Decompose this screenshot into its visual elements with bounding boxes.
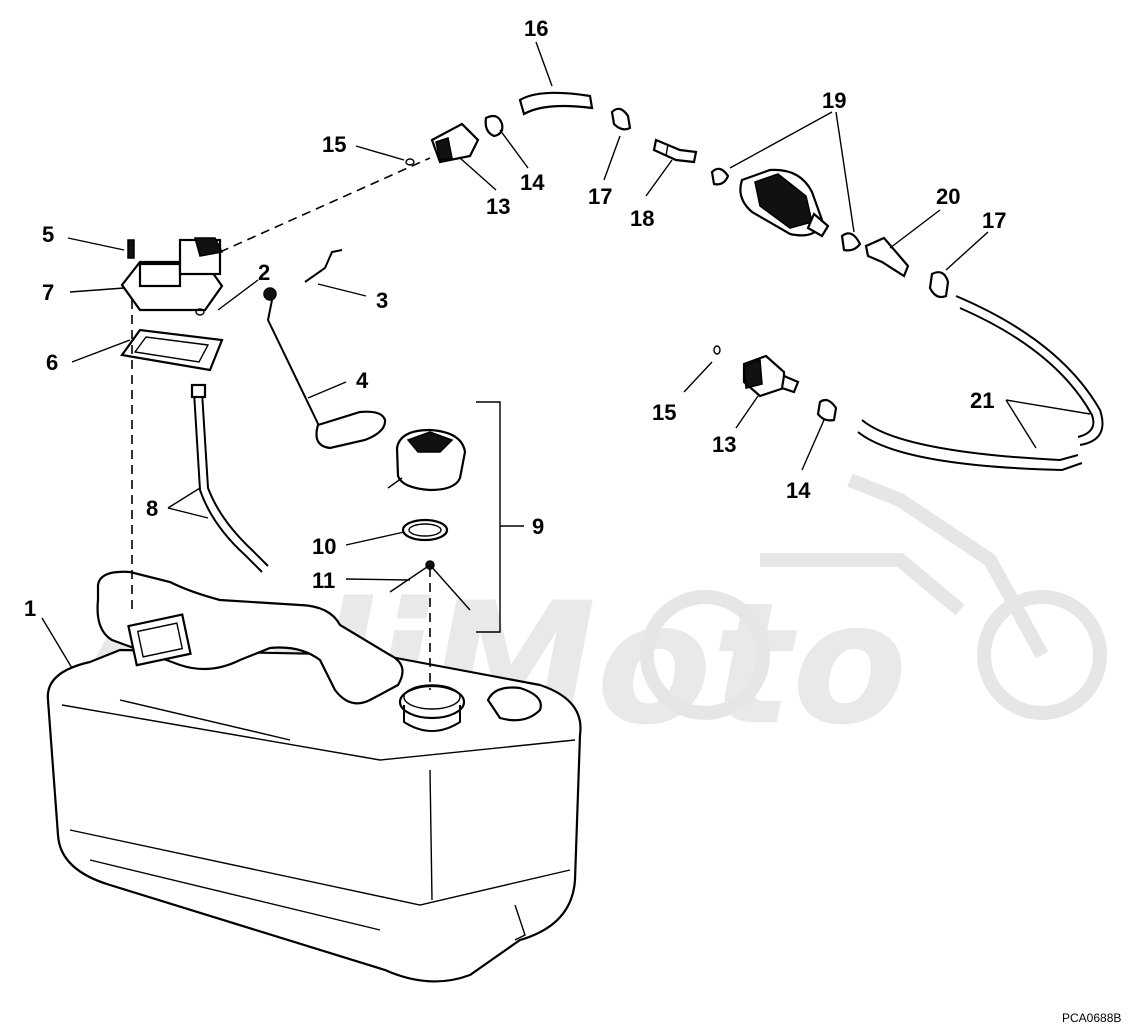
watermark-motorcycle-icon — [640, 473, 1107, 720]
callout-19: 19 — [822, 88, 846, 113]
assembly-lines — [131, 157, 431, 690]
o-ring-2 — [195, 308, 205, 316]
callout-14-right: 14 — [786, 478, 811, 503]
callout-8: 8 — [146, 496, 158, 521]
hose-16 — [518, 91, 594, 116]
gauge-window — [138, 262, 182, 288]
callout-5: 5 — [42, 222, 54, 247]
filler-cap-assembly — [387, 428, 471, 611]
pickup-assembly — [120, 237, 224, 372]
callout-14-top: 14 — [520, 170, 545, 195]
callout-13-right: 13 — [712, 432, 736, 457]
fuel-tank — [46, 570, 582, 983]
float-arm-4 — [195, 249, 387, 450]
callout-15-top: 15 — [322, 132, 346, 157]
callout-6: 6 — [46, 350, 58, 375]
clip-3 — [304, 249, 343, 283]
callout-1: 1 — [24, 596, 36, 621]
callout-15-right: 15 — [652, 400, 676, 425]
primer-bulb-19 — [710, 167, 862, 252]
o-ring-15 — [405, 158, 415, 166]
screw-5 — [127, 239, 135, 259]
reference-code: PCA0688B — [1062, 1011, 1121, 1024]
callout-7: 7 — [42, 280, 54, 305]
pickup-tube-8 — [190, 383, 269, 573]
gasket-6 — [120, 328, 224, 372]
callout-9: 9 — [532, 514, 544, 539]
callout-17-top: 17 — [588, 184, 612, 209]
callout-16: 16 — [524, 16, 548, 41]
callout-4: 4 — [356, 368, 369, 393]
callout-2: 2 — [258, 260, 270, 285]
tank-connector — [405, 114, 504, 166]
clamp-17-right — [928, 271, 950, 299]
fuel-hose-21 — [857, 295, 1104, 472]
fitting-18 — [652, 138, 698, 164]
callout-labels: 1 2 3 4 5 6 7 8 9 10 11 13 13 14 14 15 1… — [24, 16, 1006, 621]
callout-17-right: 17 — [982, 208, 1006, 233]
callout-20: 20 — [936, 184, 960, 209]
engine-connector — [713, 345, 838, 422]
callout-3: 3 — [376, 288, 388, 313]
clamp-14 — [484, 114, 504, 138]
callout-13-top: 13 — [486, 194, 510, 219]
callout-21: 21 — [970, 388, 994, 413]
callout-10: 10 — [312, 534, 336, 559]
callout-11: 11 — [312, 568, 335, 593]
clamp-17 — [610, 107, 632, 131]
leader-lines — [41, 41, 1091, 669]
callout-18: 18 — [630, 206, 654, 231]
fitting-20 — [864, 236, 910, 278]
